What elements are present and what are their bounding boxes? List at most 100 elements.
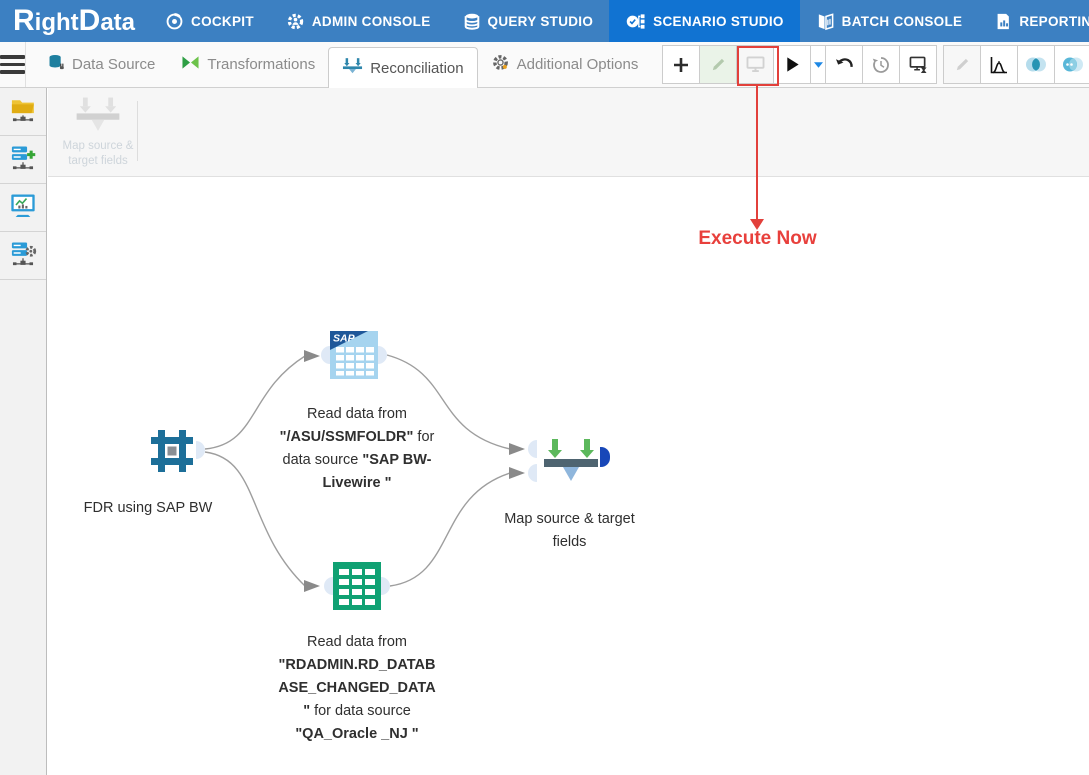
scenario-flow-icon (625, 12, 646, 31)
reconciliation-scale-icon (342, 57, 363, 79)
execute-button[interactable] (773, 45, 812, 84)
nav-label: COCKPIT (191, 13, 254, 29)
scenario-tabs: Data Source Transformations Reconciliati… (34, 42, 652, 88)
nav-scenario-studio[interactable]: SCENARIO STUDIO (609, 0, 800, 42)
venn-compare-filled-button[interactable] (1054, 45, 1089, 84)
left-sidebar (0, 88, 47, 775)
label-line: Read data from (262, 403, 452, 426)
distribution-curve-button[interactable] (980, 45, 1019, 84)
top-navigation-bar: RightData COCKPIT ADMIN CONSOLE QUERY ST… (0, 0, 1089, 42)
tab-label: Reconciliation (370, 59, 464, 77)
palette-item-map-fields[interactable]: Map source & target fields (54, 96, 142, 169)
label-text: Map source & target fields (504, 511, 635, 550)
label-line: "RDADMIN.RD_DATAB (248, 654, 466, 677)
tab-label: Transformations (207, 56, 316, 73)
label-line: ASE_CHANGED_DATA (248, 677, 466, 700)
monitor-chart-icon (9, 191, 37, 224)
menu-icon[interactable] (0, 42, 26, 87)
nav-label: BATCH CONSOLE (841, 13, 963, 29)
label-text: "RDADMIN.RD_DATAB (278, 657, 436, 673)
fdr-crosshatch-icon (148, 430, 196, 479)
node-sap-read[interactable]: SAP (330, 331, 378, 384)
palette-strip: Map source & target fields (48, 88, 1089, 177)
palette-divider (137, 101, 138, 161)
oracle-node-label: Read data from "RDADMIN.RD_DATAB ASE_CHA… (248, 631, 466, 746)
sidebar-item-monitor[interactable] (0, 184, 46, 232)
label-line: "QA_Oracle _NJ " (248, 723, 466, 746)
label-text: "QA_Oracle _NJ " (295, 726, 419, 742)
node-fdr-source[interactable] (148, 427, 196, 480)
node-map-fields[interactable] (542, 437, 600, 490)
sidebar-item-add-source[interactable] (0, 136, 46, 184)
cockpit-icon (165, 12, 184, 31)
green-table-icon (333, 562, 381, 614)
undo-button[interactable] (825, 45, 864, 84)
venn-compare-button[interactable] (1017, 45, 1056, 84)
nav-label: REPORTING (1019, 13, 1089, 29)
palette-item-label: Map source & target fields (62, 140, 134, 167)
svg-text:SAP: SAP (333, 333, 356, 345)
sap-input-port[interactable] (321, 346, 330, 364)
edit-button[interactable] (699, 45, 738, 84)
main-nav: COCKPIT ADMIN CONSOLE QUERY STUDIO SCENA… (149, 0, 1089, 42)
nav-cockpit[interactable]: COCKPIT (149, 0, 270, 42)
label-line: Read data from (248, 631, 466, 654)
batch-book-icon (816, 12, 835, 31)
tab-label: Additional Options (516, 56, 639, 73)
logo-text: R (13, 4, 35, 37)
nav-query-studio[interactable]: QUERY STUDIO (447, 0, 610, 42)
tab-transformations[interactable]: Transformations (168, 42, 328, 87)
sap-output-port[interactable] (378, 346, 387, 364)
tab-additional-options[interactable]: Additional Options (478, 42, 652, 87)
folder-network-icon (9, 95, 37, 128)
add-button[interactable] (662, 45, 701, 84)
sidebar-item-source-settings[interactable] (0, 232, 46, 280)
nav-reporting[interactable]: REPORTING (978, 0, 1089, 42)
nav-admin-console[interactable]: ADMIN CONSOLE (270, 0, 447, 42)
schedule-monitor-button[interactable] (899, 45, 938, 84)
nav-label: QUERY STUDIO (487, 13, 594, 29)
server-add-icon (9, 143, 37, 176)
additional-options-gear-icon (491, 53, 510, 76)
label-line: "/ASU/SSMFOLDR" for (262, 426, 452, 449)
annotation-label: Execute Now (698, 228, 817, 249)
analysis-buttons (980, 45, 1089, 84)
annotation-arrowhead-icon (750, 219, 764, 230)
fdr-node-label: FDR using SAP BW (58, 497, 238, 520)
data-source-db-icon (47, 53, 65, 76)
label-text: Read data from (307, 634, 407, 650)
flow-canvas[interactable]: FDR using SAP BW SAP Read data from "/AS… (48, 177, 1089, 775)
tab-data-source[interactable]: Data Source (34, 42, 168, 87)
oracle-output-port[interactable] (381, 577, 390, 595)
report-doc-icon (994, 12, 1012, 31)
nav-batch-console[interactable]: BATCH CONSOLE (800, 0, 979, 42)
label-text: for (413, 429, 435, 445)
app-logo[interactable]: RightData (13, 4, 136, 37)
label-text: "SAP BW- (362, 452, 432, 468)
oracle-input-port[interactable] (324, 577, 333, 595)
transformations-icon (181, 54, 200, 75)
edit-secondary-button[interactable] (943, 45, 982, 84)
action-buttons (662, 45, 982, 84)
sap-table-icon: SAP (330, 331, 378, 383)
scenario-toolbar: Data Source Transformations Reconciliati… (0, 42, 1089, 88)
map-input-port-2[interactable] (528, 464, 537, 482)
tab-reconciliation[interactable]: Reconciliation (328, 47, 478, 88)
history-button[interactable] (862, 45, 901, 84)
annotation-highlight-box (737, 46, 779, 86)
label-text: ASE_CHANGED_DATA (278, 680, 436, 696)
preview-monitor-button[interactable] (736, 45, 775, 84)
node-oracle-read[interactable] (333, 562, 381, 615)
map-scale-icon (75, 97, 121, 137)
label-line: " for data source (248, 700, 466, 723)
execute-options-caret[interactable] (810, 45, 827, 84)
tab-label: Data Source (72, 56, 156, 73)
sidebar-item-folders[interactable] (0, 88, 46, 136)
flow-edges (204, 350, 525, 592)
map-output-port[interactable] (600, 447, 610, 467)
label-text: " (303, 703, 311, 719)
fdr-output-port[interactable] (196, 441, 205, 459)
map-input-port-1[interactable] (528, 440, 537, 458)
annotation-arrow (756, 86, 758, 220)
admin-gear-icon (286, 12, 305, 31)
